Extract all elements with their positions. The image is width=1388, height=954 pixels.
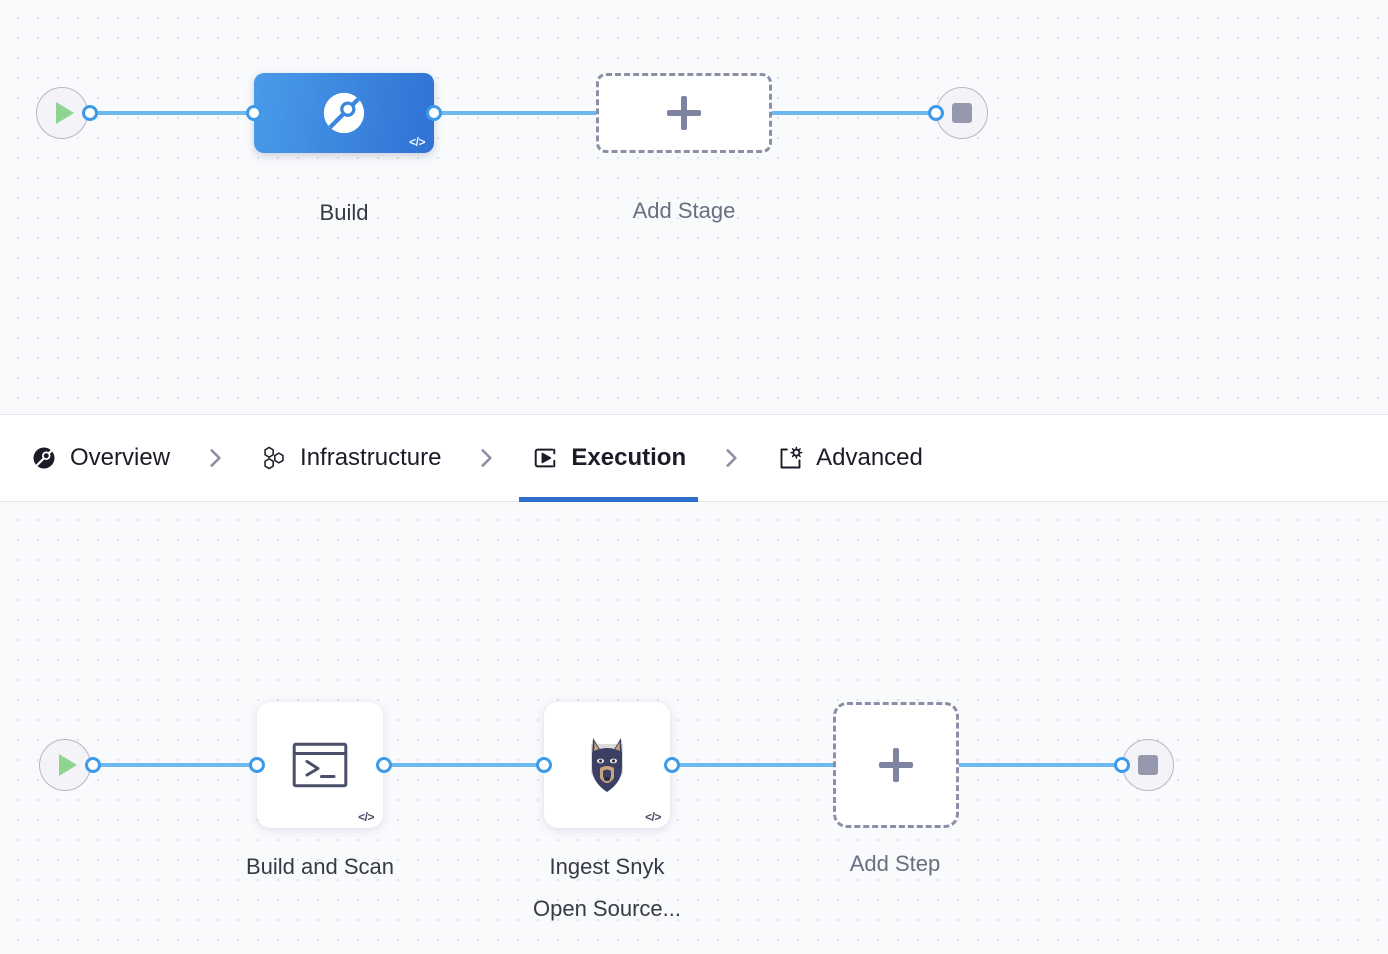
tab-advanced-label: Advanced [816, 444, 923, 471]
step-snyk-input-port[interactable] [536, 757, 552, 773]
stage-end-port[interactable] [928, 105, 944, 121]
stop-icon [952, 103, 972, 123]
connector-build-scan-to-snyk [380, 763, 552, 767]
add-step-label: Add Step [849, 851, 941, 876]
step-snyk-output-port[interactable] [664, 757, 680, 773]
add-stage-label: Add Stage [632, 198, 736, 223]
stage-build-output-port[interactable] [426, 105, 442, 121]
step-build-scan-output-port[interactable] [376, 757, 392, 773]
stage-start-node[interactable] [36, 87, 88, 139]
code-badge-icon: </> [645, 810, 661, 824]
add-step-button[interactable] [833, 702, 959, 828]
step-canvas[interactable]: </> Build and Scan [0, 502, 1388, 954]
step-build-scan-input-port[interactable] [249, 757, 265, 773]
stage-start-port[interactable] [82, 105, 98, 121]
step-start-node[interactable] [39, 739, 91, 791]
tab-advanced[interactable]: Advanced [776, 414, 923, 502]
connector-addstep-to-end [948, 763, 1130, 767]
overview-build-icon [30, 444, 58, 472]
step-end-port[interactable] [1114, 757, 1130, 773]
code-badge-icon: </> [358, 810, 374, 824]
honeycomb-icon [260, 444, 288, 472]
chevron-right-icon-2 [473, 445, 499, 471]
code-badge-icon: </> [409, 135, 425, 149]
tab-execution[interactable]: Execution [519, 414, 698, 502]
plus-icon [667, 96, 701, 130]
tab-overview-label: Overview [70, 444, 171, 471]
snyk-dog-icon [591, 738, 623, 792]
plus-icon [879, 748, 913, 782]
step-label-ingest-snyk-line2: Open Source... [533, 896, 681, 921]
tab-infrastructure[interactable]: Infrastructure [260, 414, 441, 502]
chevron-right-icon-3 [718, 445, 744, 471]
tab-execution-label: Execution [571, 444, 687, 471]
play-box-icon [531, 444, 559, 472]
play-icon [59, 754, 77, 776]
stop-icon [1138, 755, 1158, 775]
connector-start-to-build-scan [78, 763, 266, 767]
connector-addstage-to-end [760, 111, 950, 115]
add-stage-button[interactable] [596, 73, 772, 153]
stage-canvas[interactable]: </> Build Add Stage [0, 0, 1388, 414]
step-node-build-and-scan[interactable]: </> [257, 702, 383, 828]
stage-node-build[interactable]: </> [254, 73, 434, 153]
tab-overview[interactable]: Overview [30, 414, 170, 502]
chevron-right-icon-1 [202, 445, 228, 471]
stage-build-input-port[interactable] [246, 105, 262, 121]
step-node-ingest-snyk[interactable]: </> [544, 702, 670, 828]
build-stage-icon [323, 92, 365, 134]
connector-start-to-build [74, 111, 264, 115]
stage-config-tabs: Overview Infrastructure [0, 414, 1388, 502]
gear-box-icon [776, 444, 804, 472]
step-label-build-and-scan: Build and Scan [246, 854, 394, 879]
stage-end-node[interactable] [936, 87, 988, 139]
step-end-node[interactable] [1122, 739, 1174, 791]
connector-snyk-to-addstep [668, 763, 844, 767]
play-icon [56, 102, 74, 124]
connector-build-to-addstage [428, 111, 608, 115]
step-start-port[interactable] [85, 757, 101, 773]
tab-infrastructure-label: Infrastructure [300, 444, 442, 471]
terminal-icon [292, 742, 348, 788]
step-label-ingest-snyk-line1: Ingest Snyk [549, 854, 665, 879]
stage-label-build: Build [319, 200, 369, 225]
